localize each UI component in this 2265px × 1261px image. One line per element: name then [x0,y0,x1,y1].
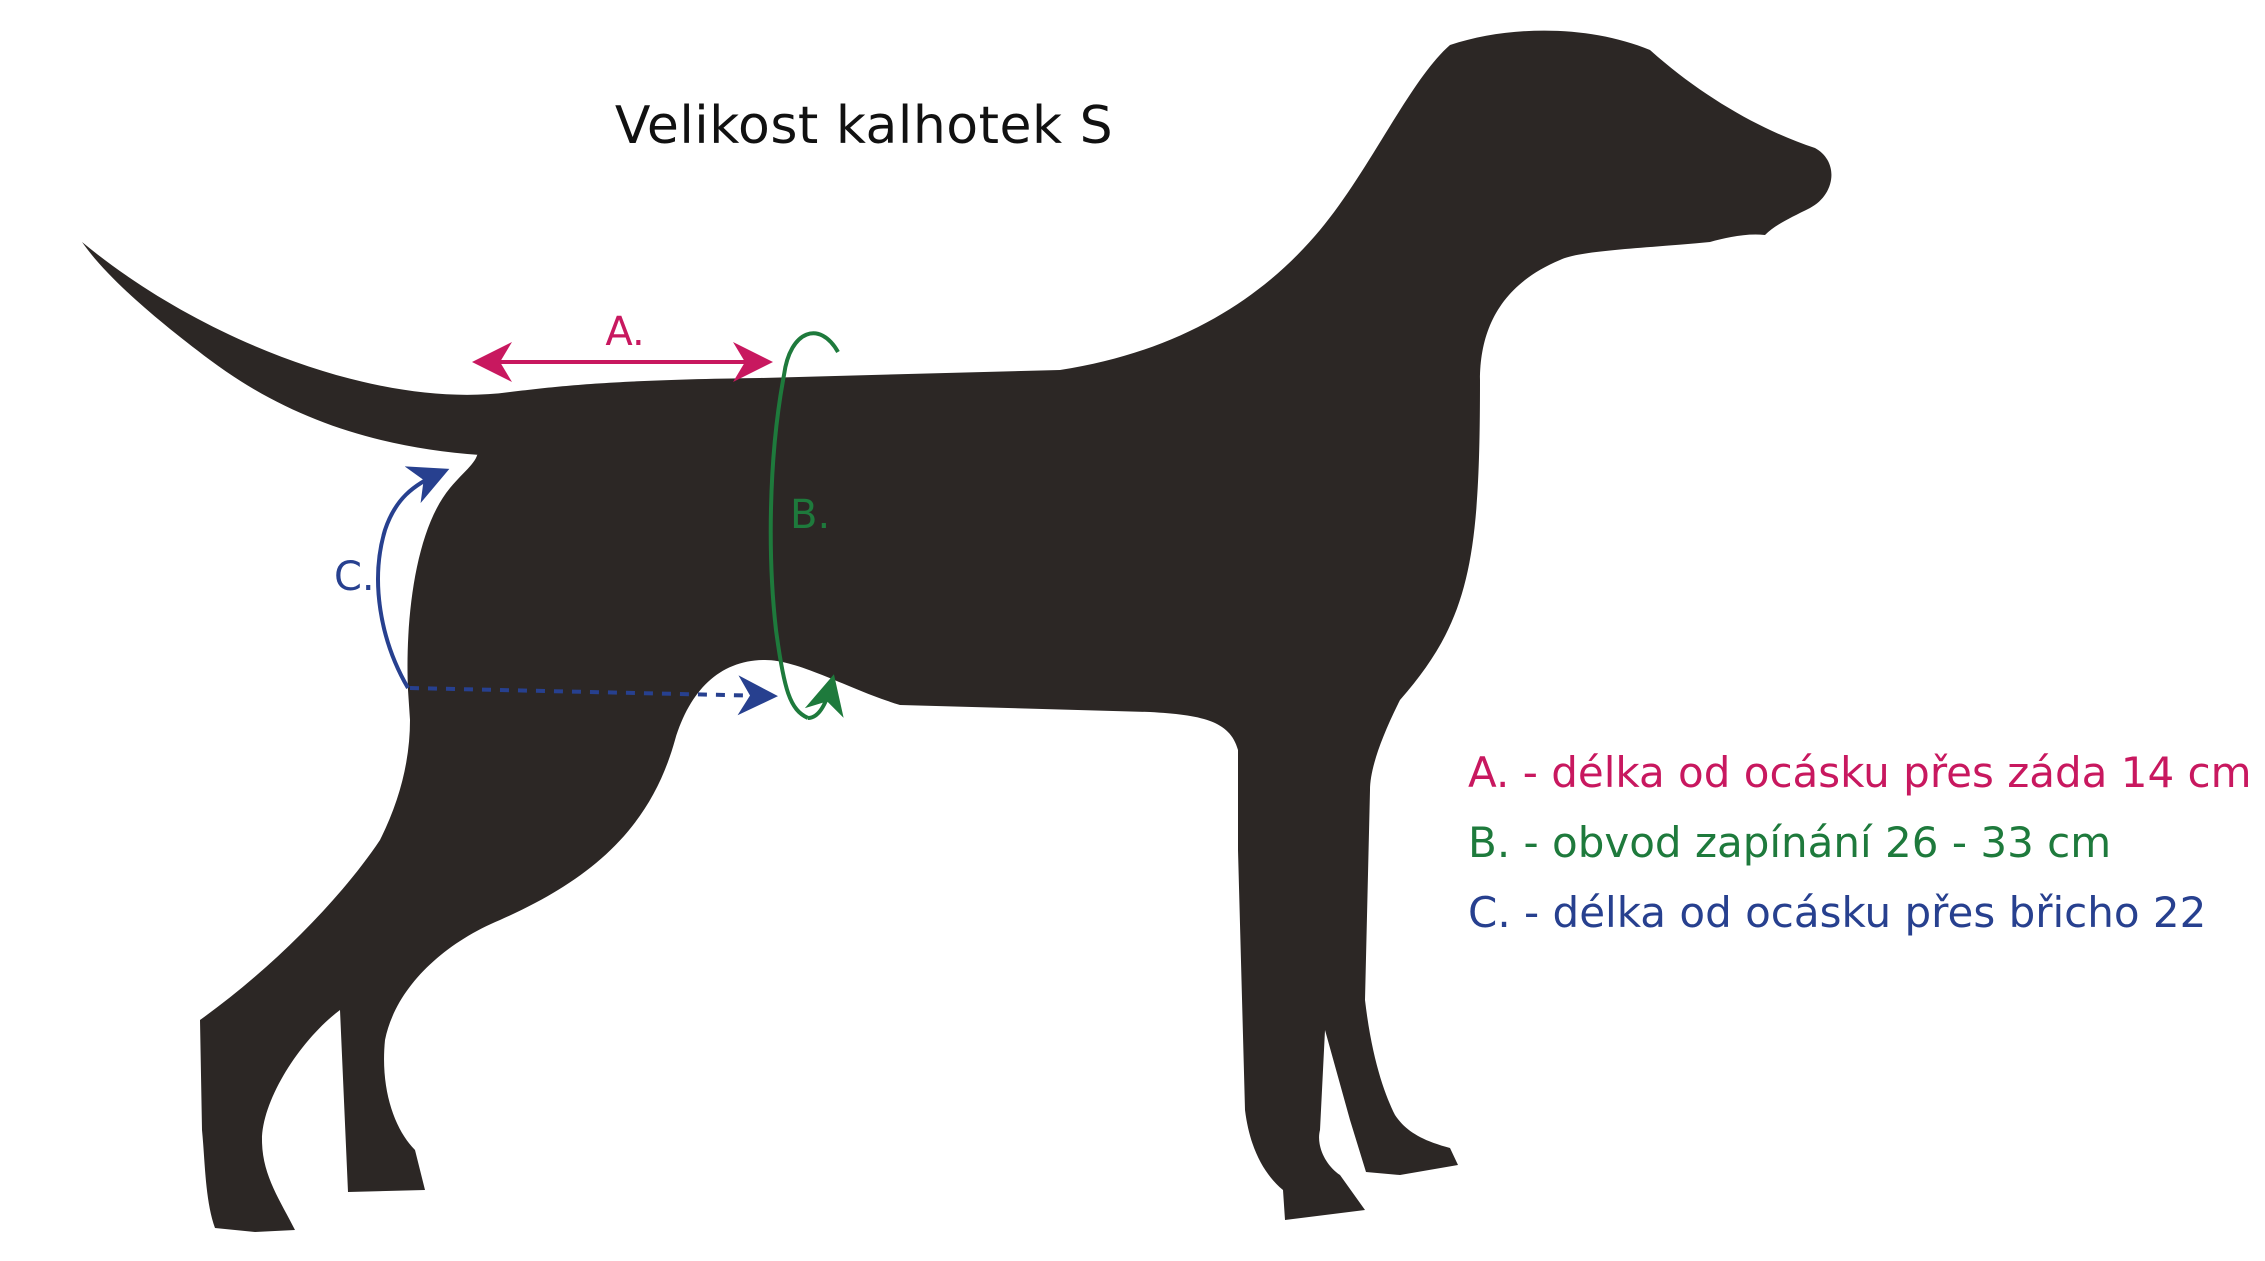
measure-c-curve [376,466,450,690]
legend-item-c: C. - délka od ocásku přes břicho 22 [1468,888,2207,937]
measure-c-label: C. [334,554,375,600]
diagram-title: Velikost kalhotek S [614,96,1114,156]
legend-item-a: A. - délka od ocásku přes záda 14 cm [1468,748,2252,797]
measure-a-label: A. [605,309,644,355]
legend-item-b: B. - obvod zapínání 26 - 33 cm [1468,818,2112,867]
dog-silhouette [82,30,1832,1233]
measure-b-label: B. [790,492,830,538]
measure-c-dotted-line [409,675,778,716]
measure-b-arrow [804,674,844,720]
measure-b-loop [768,331,840,720]
